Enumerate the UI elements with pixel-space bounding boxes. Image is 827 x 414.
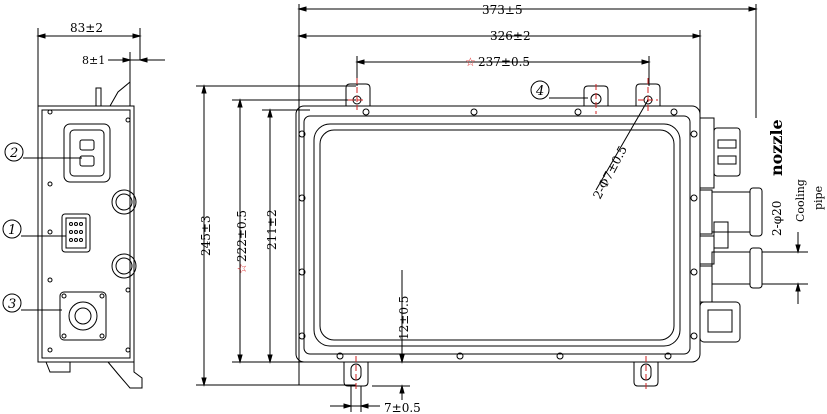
callout-2: 2 [4,142,82,162]
callout-3-number: 3 [8,297,16,312]
dim-overall-width: 373±5 [482,3,523,17]
side-cooling-port-bottom [111,253,137,279]
callout-2-number: 2 [9,146,18,161]
dim-cooling-nozzle: 2-φ20 [770,201,784,236]
dim-lines-bottom [330,270,410,412]
pipe-dim-lines [762,232,808,304]
side-cooling-port-top [111,189,137,215]
dim-inner-width: 326±2 [490,29,531,43]
callout-4-number: 4 [535,84,544,99]
callout-3: 3 [2,293,62,313]
critical-symbol-width: ☆ [465,55,476,69]
dim-hole-height: 222±0.5 [235,210,249,262]
cooling-pipe-bottom [711,247,763,289]
callout-1-number: 1 [8,223,16,238]
centerlines [348,78,658,392]
side-view [36,28,165,389]
dim-hole-edge: 7±0.5 [384,401,421,414]
callout-4: 4 [530,80,588,100]
hole-leader [595,99,649,191]
dim-side-offset: 8±1 [82,54,105,67]
cooling-pipe-top [711,187,763,237]
right-connectors [699,117,741,343]
dim-lines-top [297,4,758,385]
connector-1 [61,213,91,253]
front-view-body [295,105,701,363]
critical-symbol-height: ☆ [235,263,249,274]
nozzle-label: nozzle [767,119,786,176]
dim-inner-height: 211±2 [265,209,279,250]
dim-flange-offset: 12±0.5 [397,296,411,340]
pipe-label: pipe [812,186,825,210]
mount-ear-top-left [345,83,371,106]
callout-1: 1 [2,219,66,239]
cooling-label: Cooling [794,179,807,222]
dim-hole-spacing: 237±0.5 [478,55,530,69]
dim-side-depth: 83±2 [70,21,103,35]
dim-overall-height: 245±3 [199,215,213,256]
connector-2 [63,123,111,183]
connector-3 [59,291,107,341]
dim-mount-holes: 2-Φ7±0.5 [590,143,630,201]
